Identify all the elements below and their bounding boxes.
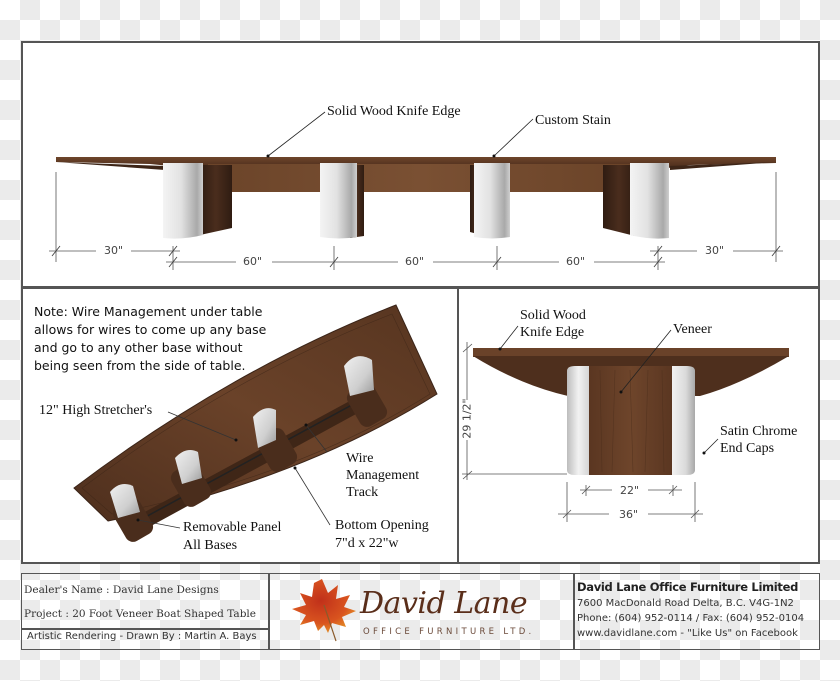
callout-line: All Bases <box>183 538 238 553</box>
note-line: allows for wires to come up any base <box>34 322 267 337</box>
dim-right-overhang: 30" <box>705 244 725 257</box>
callout-removable-panel: Removable Panel All Bases <box>183 519 281 555</box>
callout-line: Knife Edge <box>520 325 585 340</box>
callout-line: End Caps <box>720 441 775 456</box>
drawn-by: Artistic Rendering - Drawn By : Martin A… <box>27 631 257 642</box>
callout-end-caps: Satin Chrome End Caps <box>720 423 797 457</box>
callout-bottom-opening: Bottom Opening 7"d x 22"w <box>335 517 429 553</box>
wire-management-note: Note: Wire Management under table allows… <box>34 303 266 375</box>
title-block <box>21 573 820 650</box>
title-block-divider-1 <box>268 573 270 650</box>
note-line: Note: Wire Management under table <box>34 304 263 319</box>
dealer-name: Dealer's Name : David Lane Designs <box>24 584 219 596</box>
callout-line: Management <box>346 468 420 483</box>
callout-line: Track <box>346 485 379 500</box>
callout-stretcher: 12" High Stretcher's <box>39 403 153 418</box>
callout-custom-stain: Custom Stain <box>535 113 611 128</box>
dim-span-3: 60" <box>566 255 586 268</box>
callout-line: Removable Panel <box>183 520 282 535</box>
company-address: 7600 MacDonald Road Delta, B.C. V4G-1N2 <box>577 598 794 609</box>
callout-line: 7"d x 22"w <box>335 536 399 551</box>
callout-line: Solid Wood <box>520 308 586 323</box>
dim-span-1: 60" <box>243 255 263 268</box>
callout-veneer: Veneer <box>673 322 712 337</box>
callout-end-knife-edge: Solid Wood Knife Edge <box>520 307 586 341</box>
dim-height: 29 1/2" <box>460 398 474 439</box>
title-block-divider-2 <box>573 573 575 650</box>
dim-span-2: 60" <box>405 255 425 268</box>
callout-wire-track: Wire Management Track <box>346 450 419 501</box>
company-phone: Phone: (604) 952-0114 / Fax: (604) 952-0… <box>577 613 805 624</box>
dim-veneer-width: 22" <box>620 484 640 497</box>
callout-line: Satin Chrome <box>720 424 798 439</box>
dim-left-overhang: 30" <box>104 244 124 257</box>
title-block-row-divider <box>21 628 269 630</box>
front-elevation-drawing <box>49 111 783 270</box>
company-name: David Lane Office Furniture Limited <box>577 580 799 594</box>
note-line: being seen from the side of table. <box>34 358 246 373</box>
logo-script: David Lane <box>360 586 528 621</box>
company-web: www.davidlane.com - "Like Us" on Faceboo… <box>577 628 798 639</box>
maple-leaf-icon <box>292 579 356 642</box>
callout-line: Wire <box>346 451 374 466</box>
callout-knife-edge: Solid Wood Knife Edge <box>327 104 461 119</box>
dim-base-width: 36" <box>619 508 639 521</box>
callout-line: Bottom Opening <box>335 518 429 533</box>
note-line: and go to any other base without <box>34 340 243 355</box>
logo-subtitle: OFFICE FURNITURE LTD. <box>363 627 535 637</box>
project-name: Project : 20 Foot Veneer Boat Shaped Tab… <box>24 608 256 620</box>
